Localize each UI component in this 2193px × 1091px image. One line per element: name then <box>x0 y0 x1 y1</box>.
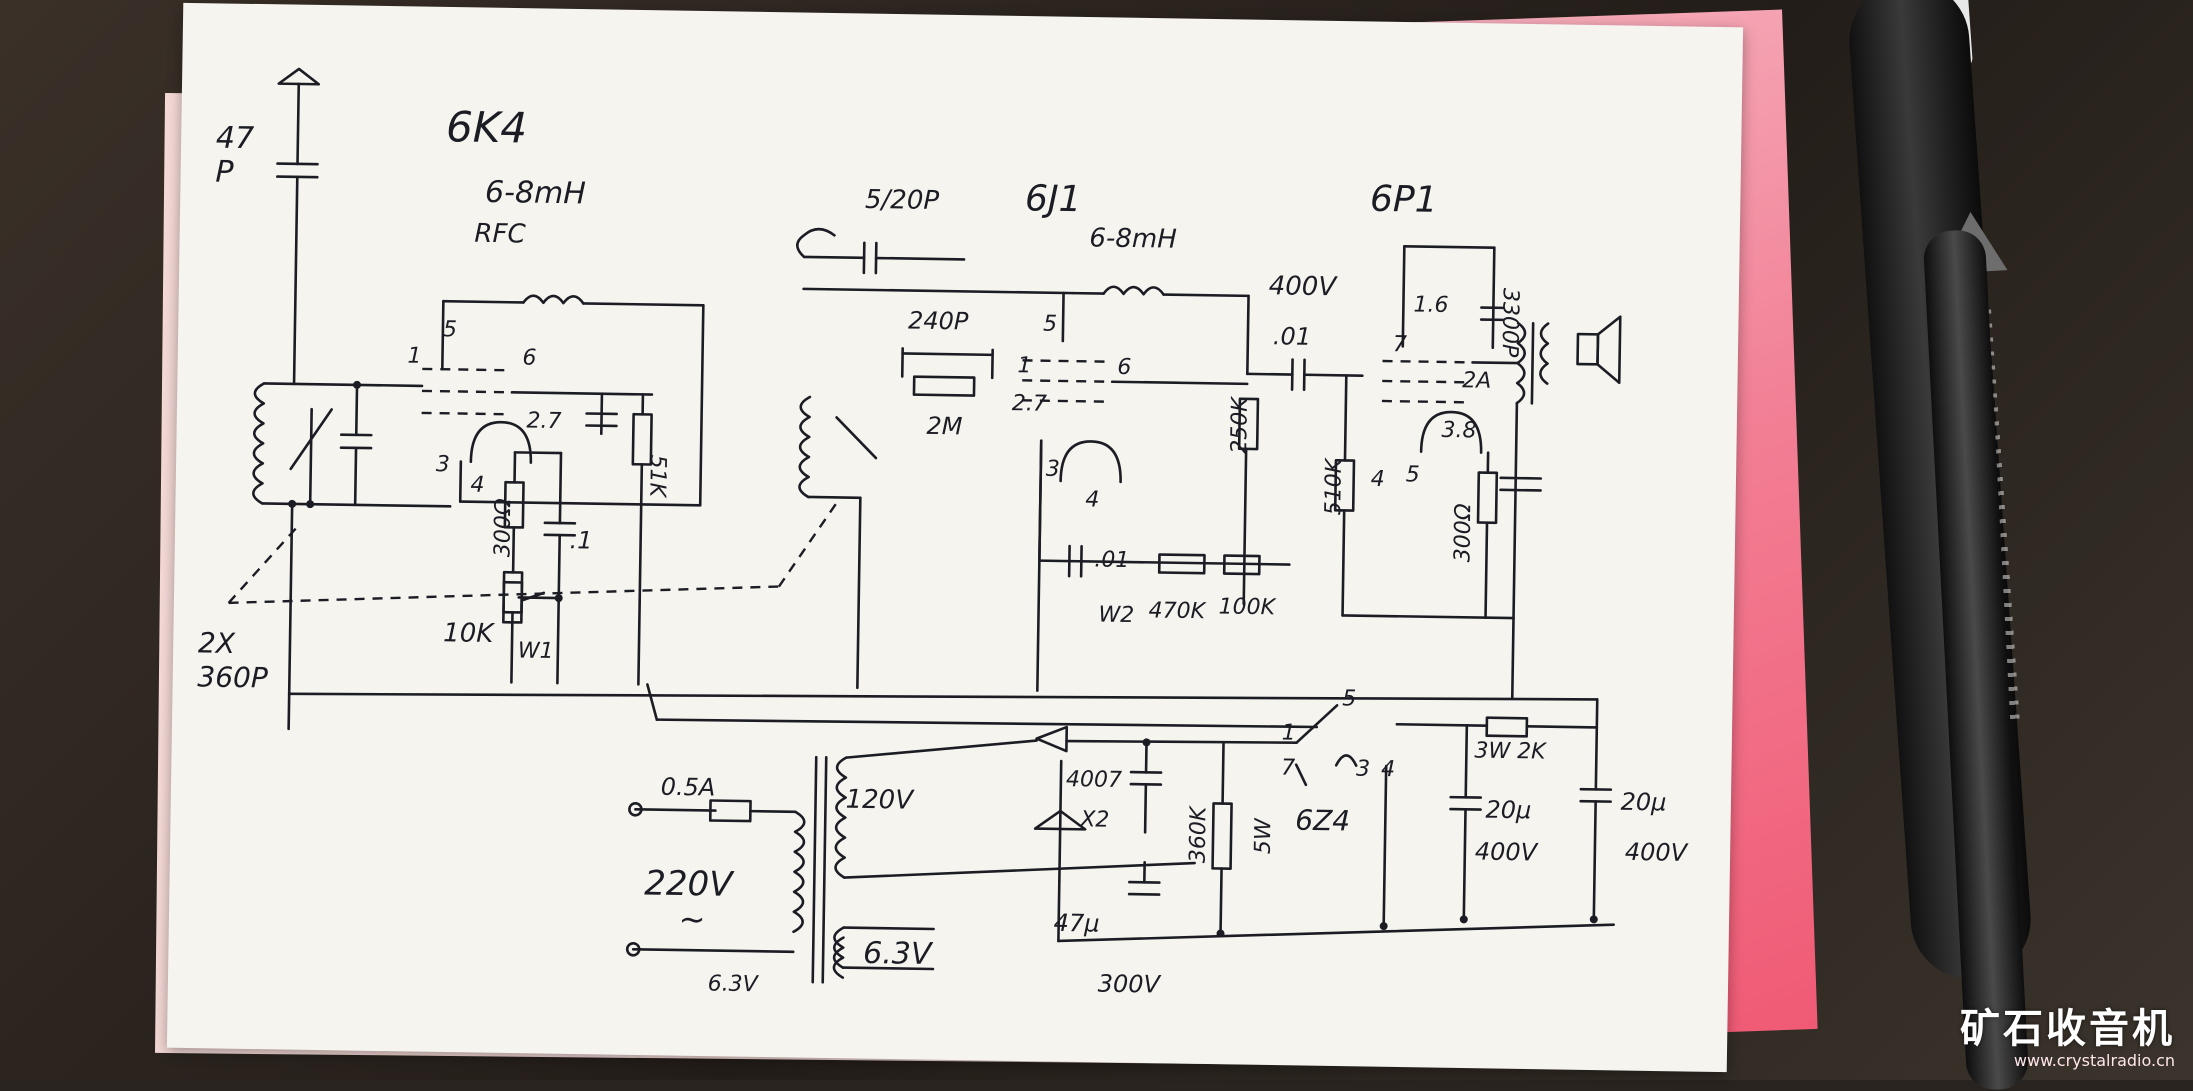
pin-label: 3 <box>1046 457 1060 482</box>
heater-winding-label: 6.3V <box>863 936 934 972</box>
tube-label-6j1: 6J1 <box>1025 178 1082 220</box>
ground-bus <box>289 679 1597 715</box>
cap-20u-2-line2: 400V <box>1625 838 1689 867</box>
ac-symbol: ~ <box>678 900 705 938</box>
rfc-inductance-label: 6-8mH <box>485 175 586 212</box>
grid-resistor-label: 510K <box>1321 457 1347 515</box>
filter-cap-47u-label: 47μ <box>1053 909 1099 938</box>
pot-w1 <box>503 582 544 623</box>
pin-label: 1 <box>407 344 421 369</box>
watermark: 矿石收音机 www.crystalradio.cn <box>1960 1007 2175 1070</box>
input-tank-circuit <box>250 379 452 731</box>
variable-cap-line2: 360P <box>197 660 268 694</box>
trimmer-cap-label: 5/20P <box>865 185 940 216</box>
pin-label: 6 <box>522 345 536 370</box>
pot-w1-label: 10K <box>443 618 496 649</box>
pin-label: 3 <box>1356 757 1370 782</box>
b-plus-label: 400V <box>1268 271 1338 302</box>
pin-label: 4 <box>1381 757 1395 782</box>
variable-cap-label: 2X 360P <box>197 626 268 694</box>
regulator-tube-label: 6Z4 <box>1295 804 1350 838</box>
dropping-res-label: 3W 2K <box>1474 738 1547 764</box>
grid-leak-label: 2M <box>926 412 963 441</box>
bus-drop <box>647 684 658 719</box>
regen-coil-label: 6-8mH <box>1089 223 1177 254</box>
res-100k-label: 100K <box>1218 594 1276 620</box>
cap-01-label: .01 <box>1094 547 1129 573</box>
cap-20u-2-label: 20μ 400V <box>1620 788 1690 867</box>
cathode-cap-label: .1 <box>569 526 592 554</box>
power-supply <box>627 684 1618 994</box>
pin-label: 5 <box>443 317 457 342</box>
heater-winding-label-2: 6.3V <box>707 971 759 997</box>
hv-winding-label: 120V <box>845 785 915 816</box>
coupling-cap-label: .01 <box>1273 322 1312 351</box>
pin-label: 7 <box>1393 332 1407 357</box>
tube-label-6p1: 6P1 <box>1370 179 1438 221</box>
rfc-label: RFC <box>474 219 526 250</box>
pin-label: 7 <box>1281 755 1295 780</box>
gang-link-3 <box>779 497 840 588</box>
gang-link-1 <box>229 523 300 604</box>
antenna-icon <box>274 69 319 385</box>
diodes-line1: 4007 <box>1066 767 1122 793</box>
cap-20u-1-line2: 400V <box>1475 838 1539 867</box>
cathode-resistor-label: 300Ω <box>490 498 516 557</box>
output-transformer-cap-label: 3300P <box>1497 288 1523 358</box>
res-360k-label: 360K <box>1186 805 1212 863</box>
watermark-title: 矿石收音机 <box>1960 1007 2175 1051</box>
bus-lower <box>657 717 1317 730</box>
tube-label-6k4: 6K4 <box>446 102 528 152</box>
pin-label: 4 <box>470 473 484 498</box>
pin-label: 3 <box>436 452 450 477</box>
pot-470k-label: 470K <box>1148 598 1206 624</box>
w2-label: W2 <box>1098 603 1134 629</box>
variable-cap-line1: 2X <box>198 626 236 660</box>
pin-label: 1 <box>1281 720 1295 745</box>
antenna-cap-line2: P <box>215 155 235 190</box>
cap-20u-1-line1: 20μ <box>1485 796 1531 825</box>
pin-label: 5 <box>1406 462 1420 487</box>
pin-label: 6 <box>1117 355 1131 380</box>
pin-label: 2A <box>1462 368 1491 393</box>
res-5w-label: 5W <box>1251 817 1277 854</box>
plate-resistor-label: 250K <box>1227 396 1253 454</box>
antenna-cap-label: 47 P <box>215 121 264 191</box>
watermark-url: www.crystalradio.cn <box>1960 1051 2175 1070</box>
cap-20u-1-label: 20μ 400V <box>1475 796 1540 867</box>
filter-voltage-300-label: 300V <box>1098 970 1162 999</box>
output-cathode-resistor-label: 300Ω <box>1450 503 1476 562</box>
mains-label: 220V <box>644 863 736 904</box>
pin-label: 4 <box>1085 487 1099 512</box>
detector-stage <box>790 229 1294 695</box>
pin-label: 1 <box>1017 353 1031 378</box>
w1-label: W1 <box>518 638 554 664</box>
pin-label: 5 <box>1342 686 1356 711</box>
screen-resistor-label: 51K <box>644 454 670 498</box>
diodes-line2: X2 <box>1079 807 1109 832</box>
pin-label: 2.7 <box>526 409 561 435</box>
pin-label: 2.7 <box>1012 391 1047 417</box>
pin-label: 5 <box>1043 312 1057 337</box>
grid-cap-label: 240P <box>908 307 969 336</box>
cap-20u-2-line1: 20μ <box>1620 788 1666 817</box>
fuse-label: 0.5A <box>661 773 716 802</box>
pin-label: 3.8 <box>1441 418 1476 444</box>
pin-label: 1.6 <box>1413 292 1448 318</box>
pin-label: 4 <box>1370 467 1384 492</box>
antenna-cap-line1: 47 <box>216 121 255 157</box>
screen-circuit <box>582 393 652 684</box>
